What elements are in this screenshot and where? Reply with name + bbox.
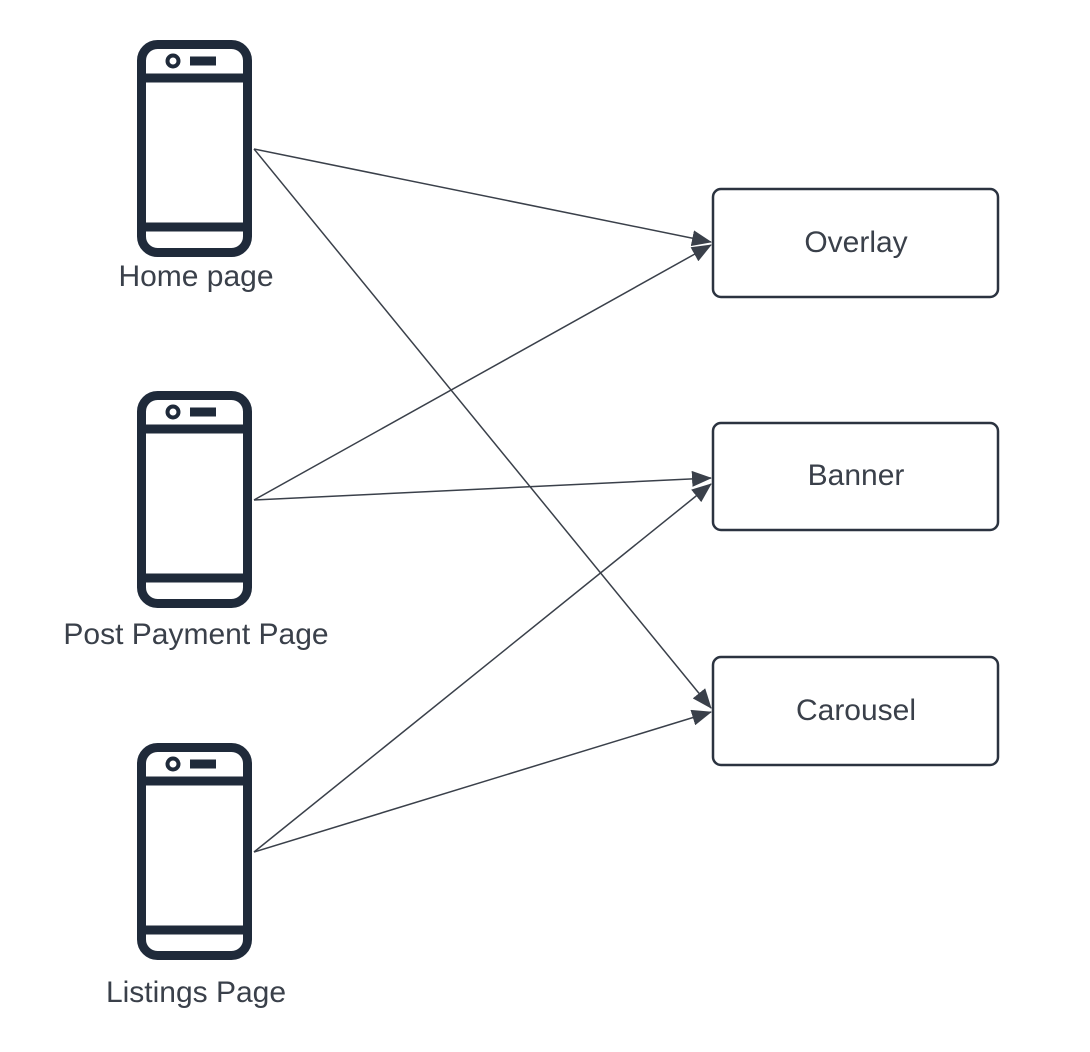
page-node-listings: Listings Page — [106, 748, 286, 1009]
component-box-overlay: Overlay — [711, 187, 1000, 299]
page-label-home: Home page — [118, 260, 273, 293]
overlay-box — [711, 187, 1000, 299]
page-label-post-payment: Post Payment Page — [63, 618, 328, 651]
mobile-phone-icon — [142, 45, 248, 253]
component-box-carousel: Carousel — [711, 655, 1000, 767]
mobile-phone-icon — [142, 748, 248, 956]
component-label-carousel: Carousel — [796, 694, 916, 727]
arrow-listings-to-banner — [253, 483, 712, 853]
mobile-phone-icon — [142, 396, 248, 604]
arrow-home-to-carousel — [253, 148, 712, 709]
connection-lines — [253, 148, 712, 853]
arrow-home-to-overlay — [253, 148, 712, 247]
component-label-banner: Banner — [808, 459, 905, 492]
banner-box — [711, 421, 1000, 532]
carousel-box — [711, 655, 1000, 767]
page-node-home: Home page — [118, 45, 274, 293]
arrow-listings-to-carousel — [253, 709, 712, 853]
component-label-overlay: Overlay — [804, 226, 907, 259]
page-label-listings: Listings Page — [106, 976, 286, 1009]
page-node-post-payment: Post Payment Page — [63, 396, 329, 651]
arrow-post-payment-to-overlay — [253, 244, 712, 501]
arrow-post-payment-to-banner — [253, 470, 712, 501]
component-box-banner: Banner — [711, 421, 1000, 532]
